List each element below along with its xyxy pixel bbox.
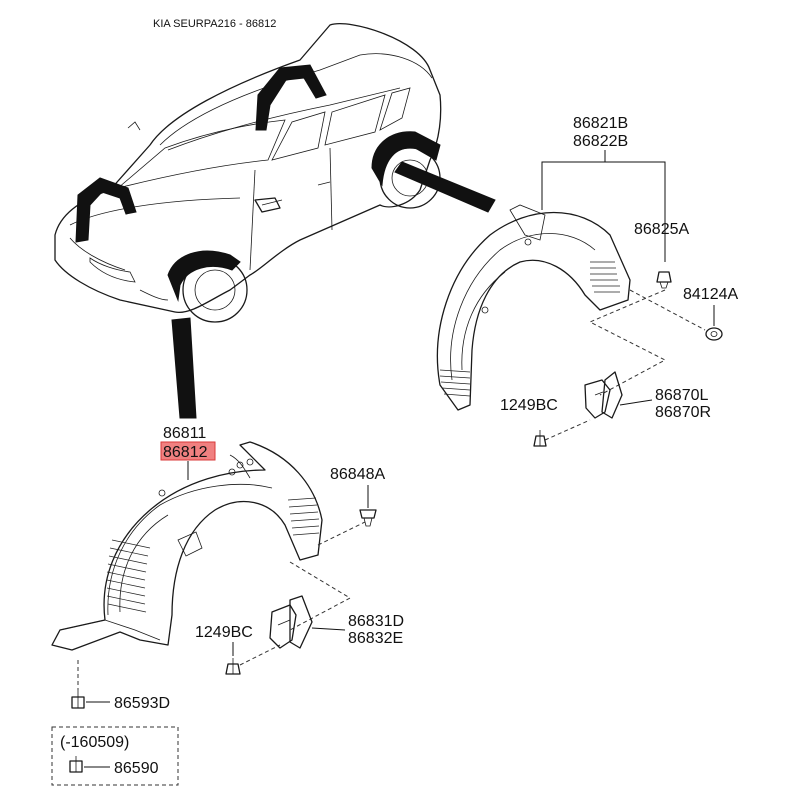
pointer-rear [394, 161, 496, 213]
label-86832E: 86832E [348, 630, 403, 647]
label-86822B: 86822B [573, 133, 628, 150]
bolt-86590 [69, 756, 83, 773]
front-wheel-guard [51, 441, 323, 651]
mudflap-86831D [269, 595, 313, 649]
dash-front-2 [289, 561, 352, 631]
label-86821B: 86821B [573, 115, 628, 132]
label-86848A: 86848A [330, 466, 385, 483]
car-illustration [54, 23, 442, 323]
label-86870L: 86870L [655, 387, 708, 404]
dash-rear-1 [629, 289, 706, 331]
diagram-title: KIA SEURPA216 - 86812 [153, 18, 276, 30]
screw-1249BC-rear [533, 430, 547, 447]
label-86593D: 86593D [114, 695, 170, 712]
clip-86825A [656, 271, 672, 289]
label-86812: 86812 [163, 444, 208, 461]
label-86811: 86811 [163, 425, 206, 442]
note-period: (-160509) [60, 734, 129, 751]
highlight-86812 [160, 441, 216, 461]
nut-84124A [705, 327, 723, 341]
leader-86831D [311, 627, 346, 631]
mudflap-86870 [584, 371, 623, 419]
rear-wheel-guard [436, 204, 631, 411]
label-86590: 86590 [114, 760, 159, 777]
dash-rear-3 [544, 419, 591, 441]
leader-86870 [619, 399, 653, 406]
dash-front-1 [317, 521, 366, 546]
label-84124A: 84124A [683, 286, 738, 303]
label-1249BC-rear: 1249BC [500, 397, 558, 414]
pointer-front [171, 317, 197, 419]
label-1249BC-front: 1249BC [195, 624, 253, 641]
note-box [51, 726, 179, 786]
dash-front-3 [239, 644, 281, 666]
dash-rear-2 [588, 289, 667, 396]
bolt-86593D [71, 690, 85, 709]
bracket-86821B [541, 161, 666, 262]
label-86825A: 86825A [634, 221, 689, 238]
screw-1249BC-front [225, 658, 241, 675]
label-86870R: 86870R [655, 404, 711, 421]
label-86831D: 86831D [348, 613, 404, 630]
